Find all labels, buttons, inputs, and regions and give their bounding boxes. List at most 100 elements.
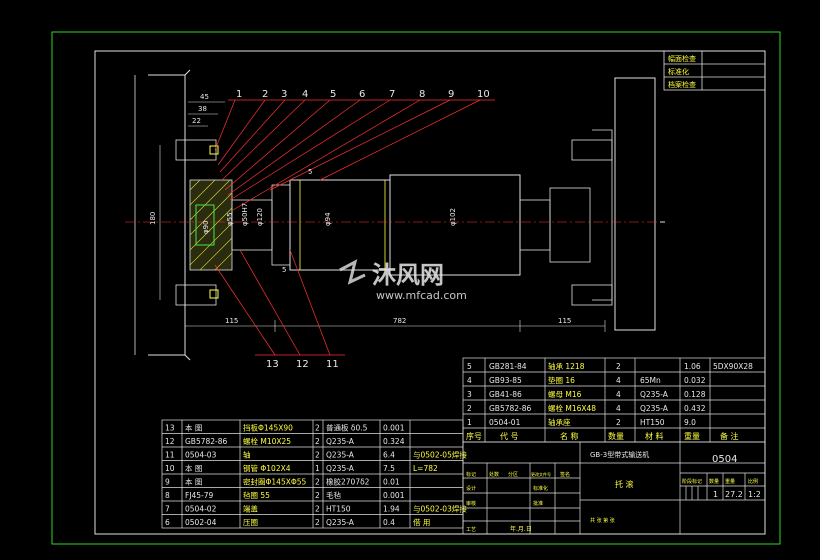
upper-cell-name: 轴承 1218 <box>548 361 585 371</box>
dimensions: 45 38 22 180 115 782 115 5 5 φ120 φ94 φ1… <box>149 93 571 325</box>
upper-cell-code: GB5782-86 <box>489 404 532 413</box>
lower-cell-qty: 2 <box>315 451 320 460</box>
lower-cell-no: 10 <box>165 464 175 473</box>
lower-cell-code: 本 图 <box>185 463 202 473</box>
upper-cell-weight: 0.432 <box>684 404 706 413</box>
callout-7: 7 <box>389 89 395 100</box>
lower-cell-name: 钢管 Φ102X4 <box>243 463 291 473</box>
dim-782: 782 <box>393 317 406 325</box>
callouts: 1 2 3 4 5 6 7 8 9 10 13 12 11 <box>236 89 490 370</box>
lower-cell-name: 端盖 <box>243 504 258 514</box>
lower-cell-qty: 2 <box>315 491 320 500</box>
lower-cell-qty: 2 <box>315 437 320 446</box>
upper-cell-qty: 2 <box>616 362 621 371</box>
lower-cell-weight: 0.01 <box>383 478 400 487</box>
upper-cell-weight: 0.032 <box>684 376 706 385</box>
lower-cell-weight: 6.4 <box>383 451 395 460</box>
upper-cell-name: 螺栓 M16X48 <box>548 403 596 413</box>
lower-cell-no: 8 <box>165 491 170 500</box>
lower-cell-name: 螺栓 M10X25 <box>243 436 291 446</box>
lower-cell-qty: 2 <box>315 518 320 527</box>
lower-cell-code: 0502-04 <box>185 518 217 527</box>
tb-qty: 1 <box>713 490 718 499</box>
lower-cell-material: Q235-A <box>326 451 355 460</box>
tb-row-sign: 签名 <box>560 471 570 478</box>
dim-5b: 5 <box>308 168 312 176</box>
outer-frame <box>51 31 781 545</box>
lower-cell-note: 与0502-05焊接 <box>413 450 467 460</box>
lower-cell-code: GB5782-86 <box>185 437 228 446</box>
callout-6: 6 <box>359 89 365 100</box>
upper-cell-no: 5 <box>467 362 472 371</box>
stamp-row-1: 幅面检查 <box>668 54 696 63</box>
watermark-brand: 沐风网 <box>372 261 444 289</box>
tb-sheet: 共 张 第 张 <box>590 517 615 524</box>
upper-cell-material: 65Mn <box>640 376 661 385</box>
dim-phi50h7: φ50H7 <box>241 203 249 226</box>
project-name: GB-3型带式输送机 <box>590 450 649 459</box>
lower-cell-note: L=782 <box>413 464 438 473</box>
watermark: 沐风网 www.mfcad.com <box>339 259 467 302</box>
lower-cell-material: 橡胶2707δ2 <box>326 477 370 487</box>
tb-scale: 1:2 <box>748 490 761 499</box>
callout-12: 12 <box>296 359 309 370</box>
tb-weight: 27.2 <box>725 490 743 499</box>
lower-cell-no: 6 <box>165 518 170 527</box>
upper-cell-material: Q235-A <box>640 404 669 413</box>
title-block <box>462 441 766 535</box>
lower-cell-qty: 2 <box>315 424 320 433</box>
upper-cell-qty: 4 <box>616 390 621 399</box>
upper-cell-qty: 4 <box>616 376 621 385</box>
lower-cell-name: 挡板Φ145X90 <box>243 423 293 433</box>
tb-row-change: 更改文件号 <box>531 471 551 477</box>
parts-table-lower <box>161 419 464 529</box>
upper-cell-qty: 2 <box>616 418 621 427</box>
upper-cell-no: 1 <box>467 418 472 427</box>
lower-cell-no: 9 <box>165 478 170 487</box>
tb-row-approve: 批准 <box>533 500 543 507</box>
stamp-row-3: 档案检查 <box>668 80 696 89</box>
lower-cell-weight: 0.324 <box>383 437 405 446</box>
callout-11: 11 <box>326 359 339 370</box>
lower-cell-weight: 0.001 <box>383 424 405 433</box>
lower-cell-weight: 1.94 <box>383 505 400 514</box>
dim-phi55: φ55 <box>226 212 234 226</box>
qty-label: 数量 <box>709 478 719 485</box>
weight-label: 重量 <box>725 478 735 485</box>
upper-cell-code: GB41-86 <box>489 390 522 399</box>
hdr-qty: 数量 <box>608 431 624 441</box>
inner-frame <box>94 50 766 535</box>
callout-8: 8 <box>419 89 425 100</box>
lower-cell-name: 毡圈 55 <box>243 490 270 500</box>
callout-5: 5 <box>330 89 336 100</box>
upper-cell-material: Q235-A <box>640 390 669 399</box>
lower-cell-qty: 2 <box>315 478 320 487</box>
dim-phi90: φ90 <box>202 220 210 234</box>
upper-cell-code: GB93-85 <box>489 376 522 385</box>
lower-cell-name: 压圈 <box>243 518 258 527</box>
upper-cell-name: 轴承座 <box>548 417 571 427</box>
lower-cell-material: 毛毡 <box>326 490 341 500</box>
upper-cell-weight: 0.128 <box>684 390 706 399</box>
tb-row-mark: 标记 <box>466 471 476 478</box>
dim-22: 22 <box>192 117 201 125</box>
lower-cell-material: HT150 <box>326 505 351 514</box>
stage-label: 阶段标记 <box>682 478 702 485</box>
lower-cell-note: 与0502-03焊接 <box>413 504 467 514</box>
callout-3: 3 <box>281 89 287 100</box>
dim-115-right: 115 <box>558 317 571 325</box>
parts-header-row: 序号 代 号 名 称 数量 材 料 重量 备 注 <box>466 431 739 441</box>
lower-cell-code: 本 图 <box>185 477 202 487</box>
hdr-note: 备 注 <box>720 431 739 441</box>
dim-phi94: φ94 <box>324 212 332 226</box>
upper-cell-weight: 1.06 <box>684 362 701 371</box>
lower-cell-weight: 0.4 <box>383 518 395 527</box>
tb-row-design: 设计 <box>466 485 476 492</box>
tb-row-zone: 分区 <box>508 471 518 478</box>
tb-date: 年.月.日 <box>510 525 532 533</box>
upper-cell-note: 5DX90X28 <box>713 362 753 371</box>
lower-cell-code: 0504-03 <box>185 451 217 460</box>
